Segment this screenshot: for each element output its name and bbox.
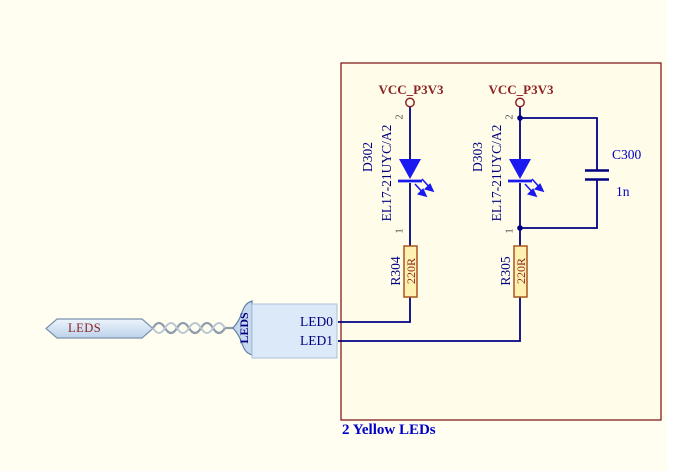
- led-triangle-icon: [399, 159, 421, 179]
- circuit-group-box[interactable]: [340, 62, 662, 421]
- junction-dot: [517, 225, 523, 231]
- power-port-symbol[interactable]: [405, 97, 415, 108]
- c300-value[interactable]: 1n: [616, 184, 630, 199]
- d303-part-number[interactable]: EL17-21UYC/A2: [488, 124, 504, 222]
- power-circle-icon: [515, 97, 525, 108]
- wire-c300-bottom[interactable]: [520, 180, 598, 229]
- signal-label-led0[interactable]: LED0: [300, 314, 333, 329]
- harness-labels-box[interactable]: [251, 303, 338, 359]
- resistor-r305-body[interactable]: [513, 245, 528, 298]
- led-d302-symbol[interactable]: [398, 159, 435, 198]
- emission-arrows-icon: [524, 178, 545, 198]
- power-circle-icon: [405, 97, 415, 108]
- capacitor-c300-symbol[interactable]: [585, 169, 609, 181]
- power-net-label[interactable]: VCC_P3V3: [378, 82, 444, 98]
- r305-value[interactable]: 220R: [513, 257, 528, 285]
- pin-number: 1: [394, 228, 406, 234]
- harness-connector-label[interactable]: LEDS: [236, 312, 251, 344]
- c300-designator[interactable]: C300: [612, 147, 642, 162]
- wire-r305-led1[interactable]: [338, 297, 521, 342]
- r304-value[interactable]: 220R: [403, 257, 418, 285]
- led-triangle-icon: [509, 159, 531, 179]
- harness-cable-strand: [152, 322, 226, 334]
- pin-number: 2: [504, 114, 516, 120]
- d302-designator[interactable]: D302: [359, 142, 375, 172]
- wire-r304-led0[interactable]: [338, 297, 411, 323]
- harness-cable[interactable]: [152, 321, 233, 335]
- r304-designator[interactable]: R304: [387, 256, 403, 286]
- d302-part-number[interactable]: EL17-21UYC/A2: [378, 124, 394, 222]
- power-port-symbol[interactable]: [515, 97, 525, 108]
- junction-dot: [517, 115, 523, 121]
- power-net-label[interactable]: VCC_P3V3: [488, 82, 554, 98]
- emission-arrows-icon: [414, 178, 435, 198]
- circuit-note[interactable]: 2 Yellow LEDs: [342, 422, 436, 438]
- d303-designator[interactable]: D303: [469, 142, 485, 172]
- signal-label-led1[interactable]: LED1: [300, 333, 333, 348]
- pin-number: 1: [504, 228, 516, 234]
- resistor-r304-body[interactable]: [403, 245, 418, 298]
- harness-connector-bracket[interactable]: [232, 300, 253, 356]
- wire-c300-top[interactable]: [520, 117, 598, 170]
- pin-number: 2: [394, 114, 406, 120]
- r305-designator[interactable]: R305: [497, 256, 513, 286]
- led-d303-symbol[interactable]: [508, 159, 545, 198]
- port-label[interactable]: LEDS: [68, 321, 102, 335]
